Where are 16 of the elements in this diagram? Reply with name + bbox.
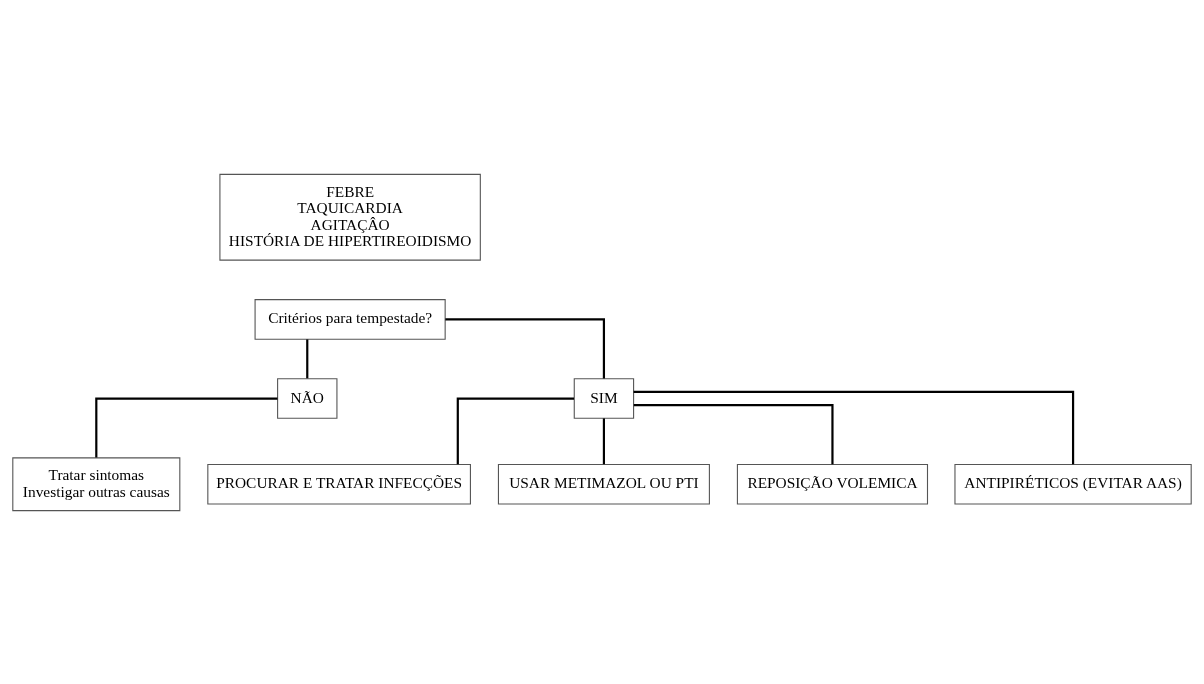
- connector: [633, 390, 1075, 464]
- connector: [633, 403, 834, 464]
- connector: [602, 417, 605, 464]
- node-box: USAR METIMAZOL OU PTI: [497, 463, 710, 505]
- node-box: ANTIPIRÉTICOS (EVITAR AAS): [954, 463, 1192, 505]
- node-box: PROCURAR E TRATAR INFECÇÕES: [207, 463, 471, 505]
- node-box: NÃO: [277, 377, 338, 419]
- connector: [456, 396, 574, 464]
- connector: [445, 317, 605, 379]
- node-box: SIM: [573, 377, 635, 419]
- node-box: FEBRE TAQUICARDIA AGITAÇÂO HISTÓRIA DE HIPERTIREOIDISMO: [219, 173, 481, 261]
- connector: [95, 396, 278, 458]
- node-box: Tratar sintomas Investigar outras causas: [12, 456, 181, 511]
- connector: [306, 338, 309, 378]
- node-box: REPOSIÇÃO VOLEMICA: [736, 463, 929, 505]
- node-box: Critérios para tempestade?: [254, 298, 446, 340]
